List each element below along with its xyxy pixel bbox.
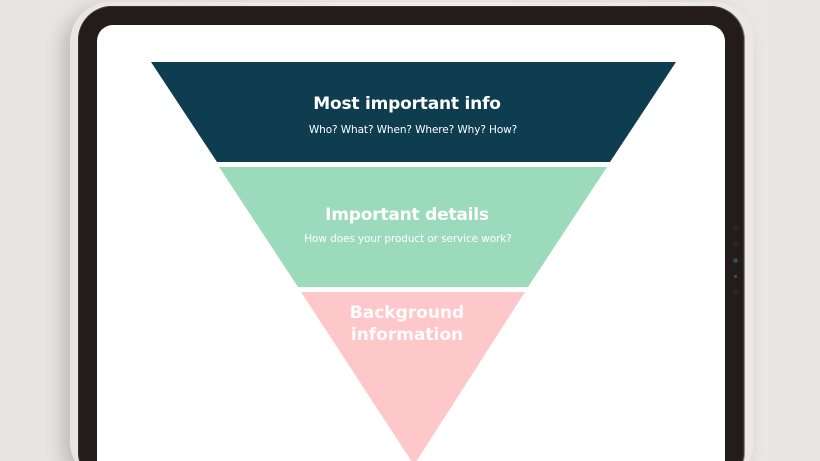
tier2-subtitle: How does your product or service work? [304,233,512,245]
tier-important-details [219,167,607,287]
tier3-title-line2: information [350,325,464,345]
tier3-title: Background information [350,302,464,346]
tier-most-important [151,62,676,162]
tablet-sensor [733,242,738,247]
tablet-camera-icon [733,258,738,263]
tier2-title: Important details [325,205,489,225]
tablet-sensor [734,275,737,278]
tablet-sensor [733,226,738,231]
tier-background-info [301,292,525,461]
tier3-title-line1: Background [349,303,465,323]
tablet-sensor [733,290,738,295]
tier1-title: Most important info [313,94,501,114]
tier1-subtitle: Who? What? When? Where? Why? How? [308,124,518,136]
